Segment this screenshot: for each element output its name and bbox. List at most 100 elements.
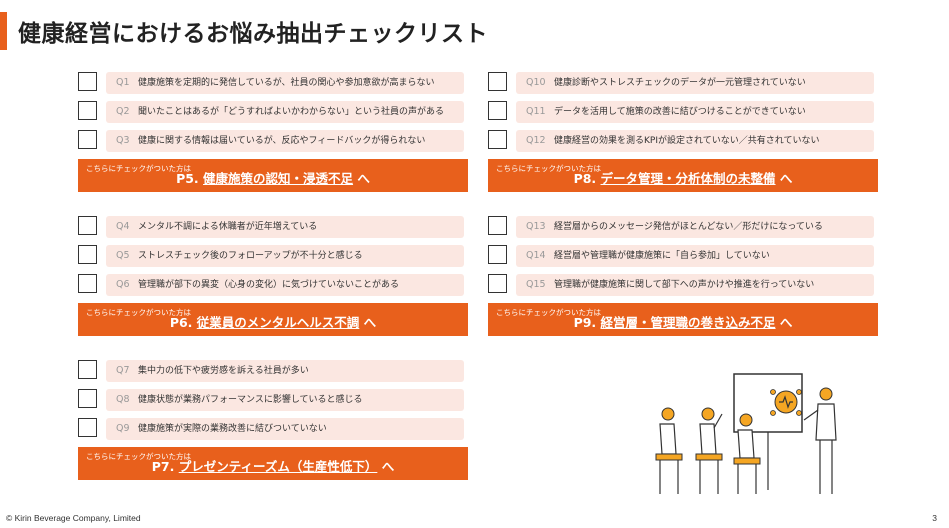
question-number: Q13: [526, 221, 546, 232]
cta-page: P7.: [151, 459, 175, 474]
cta-page: P9.: [573, 315, 597, 330]
question-number: Q5: [116, 250, 130, 261]
checklist-item: Q12 健康経営の効果を測るKPIが設定されていない／共有されていない: [488, 130, 878, 152]
title-accent-bar: [0, 12, 7, 50]
checkbox[interactable]: [78, 389, 97, 408]
question-number: Q12: [526, 135, 546, 146]
question-number: Q9: [116, 423, 130, 434]
cta-page: P6.: [169, 315, 193, 330]
checkbox[interactable]: [78, 216, 97, 235]
checklist-item: Q1 健康施策を定期的に発信しているが、社員の関心や参加意欲が高まらない: [78, 72, 468, 94]
question-text: 健康施策を定期的に発信しているが、社員の関心や参加意欲が高まらない: [138, 78, 435, 88]
question-pill: Q5 ストレスチェック後のフォローアップが不十分と感じる: [106, 245, 464, 267]
checklist-group-5: Q13 経営層からのメッセージ発信がほとんどない／形だけになっている Q14 経…: [488, 216, 878, 338]
question-text: 聞いたことはあるが「どうすればよいかわからない」という社員の声がある: [138, 107, 445, 117]
question-text: 経営層や管理職が健康施策に「自ら参加」していない: [554, 251, 770, 261]
checklist-item: Q11 データを活用して施策の改善に結びつけることができていない: [488, 101, 878, 123]
checkbox[interactable]: [78, 101, 97, 120]
cta-topic: 健康施策の認知・浸透不足: [203, 171, 354, 186]
question-pill: Q15 管理職が健康施策に関して部下への声かけや推進を行っていない: [516, 274, 874, 296]
checkbox[interactable]: [78, 360, 97, 379]
cta-prompt: こちらにチェックがついた方は: [86, 308, 191, 317]
question-pill: Q8 健康状態が業務パフォーマンスに影響していると感じる: [106, 389, 464, 411]
question-pill: Q6 管理職が部下の異変（心身の変化）に気づけていないことがある: [106, 274, 464, 296]
cta-link-p5[interactable]: こちらにチェックがついた方は P5. 健康施策の認知・浸透不足 へ: [78, 159, 468, 192]
cta-prompt: こちらにチェックがついた方は: [496, 164, 601, 173]
checklist-item: Q10 健康診断やストレスチェックのデータが一元管理されていない: [488, 72, 878, 94]
cta-arrow: へ: [363, 315, 377, 330]
question-text: 集中力の低下や疲労感を訴える社員が多い: [138, 366, 309, 376]
cta-topic: データ管理・分析体制の未整備: [600, 171, 776, 186]
checkbox[interactable]: [488, 130, 507, 149]
question-number: Q14: [526, 250, 546, 261]
question-number: Q4: [116, 221, 130, 232]
cta-prompt: こちらにチェックがついた方は: [86, 452, 191, 461]
checklist-item: Q4 メンタル不調による休職者が近年増えている: [78, 216, 468, 238]
question-pill: Q9 健康施策が実際の業務改善に結びついていない: [106, 418, 464, 440]
checklist-item: Q14 経営層や管理職が健康施策に「自ら参加」していない: [488, 245, 878, 267]
question-number: Q8: [116, 394, 130, 405]
checklist-group-1: Q1 健康施策を定期的に発信しているが、社員の関心や参加意欲が高まらない Q2 …: [78, 72, 468, 194]
question-number: Q11: [526, 106, 546, 117]
cta-link-p8[interactable]: こちらにチェックがついた方は P8. データ管理・分析体制の未整備 へ: [488, 159, 878, 192]
page-title: 健康経営におけるお悩み抽出チェックリスト: [18, 21, 488, 47]
cta-topic: 経営層・管理職の巻き込み不足: [600, 315, 776, 330]
question-pill: Q12 健康経営の効果を測るKPIが設定されていない／共有されていない: [516, 130, 874, 152]
question-number: Q2: [116, 106, 130, 117]
checklist-item: Q2 聞いたことはあるが「どうすればよいかわからない」という社員の声がある: [78, 101, 468, 123]
checkbox[interactable]: [78, 72, 97, 91]
checkbox[interactable]: [488, 274, 507, 293]
cta-topic: 従業員のメンタルヘルス不調: [196, 315, 360, 330]
question-text: 健康施策が実際の業務改善に結びついていない: [138, 424, 327, 434]
question-pill: Q7 集中力の低下や疲労感を訴える社員が多い: [106, 360, 464, 382]
question-pill: Q3 健康に関する情報は届いているが、反応やフィードバックが得られない: [106, 130, 464, 152]
question-pill: Q11 データを活用して施策の改善に結びつけることができていない: [516, 101, 874, 123]
checkbox[interactable]: [78, 245, 97, 264]
cta-prompt: こちらにチェックがついた方は: [496, 308, 601, 317]
checklist-group-2: Q4 メンタル不調による休職者が近年増えている Q5 ストレスチェック後のフォロ…: [78, 216, 468, 338]
checklist-item: Q13 経営層からのメッセージ発信がほとんどない／形だけになっている: [488, 216, 878, 238]
cta-link-p7[interactable]: こちらにチェックがついた方は P7. プレゼンティーズム（生産性低下） へ: [78, 447, 468, 480]
checkbox[interactable]: [488, 101, 507, 120]
question-pill: Q13 経営層からのメッセージ発信がほとんどない／形だけになっている: [516, 216, 874, 238]
checklist-group-4: Q10 健康診断やストレスチェックのデータが一元管理されていない Q11 データ…: [488, 72, 878, 194]
question-text: 経営層からのメッセージ発信がほとんどない／形だけになっている: [554, 222, 823, 232]
question-pill: Q4 メンタル不調による休職者が近年増えている: [106, 216, 464, 238]
checklist-item: Q6 管理職が部下の異変（心身の変化）に気づけていないことがある: [78, 274, 468, 296]
checkbox[interactable]: [78, 418, 97, 437]
question-number: Q6: [116, 279, 130, 290]
presentation-people-illustration: [655, 373, 837, 494]
question-number: Q7: [116, 365, 130, 376]
question-text: ストレスチェック後のフォローアップが不十分と感じる: [138, 251, 363, 261]
checklist-item: Q5 ストレスチェック後のフォローアップが不十分と感じる: [78, 245, 468, 267]
checkbox[interactable]: [78, 274, 97, 293]
cta-arrow: へ: [779, 315, 793, 330]
cta-link-p9[interactable]: こちらにチェックがついた方は P9. 経営層・管理職の巻き込み不足 へ: [488, 303, 878, 336]
question-pill: Q14 経営層や管理職が健康施策に「自ら参加」していない: [516, 245, 874, 267]
question-text: メンタル不調による休職者が近年増えている: [138, 222, 318, 232]
cta-page: P5.: [176, 171, 199, 186]
checkbox[interactable]: [488, 216, 507, 235]
checklist-item: Q9 健康施策が実際の業務改善に結びついていない: [78, 418, 468, 440]
question-text: 管理職が健康施策に関して部下への声かけや推進を行っていない: [554, 280, 815, 290]
question-text: 健康状態が業務パフォーマンスに影響していると感じる: [138, 395, 363, 405]
checkbox[interactable]: [78, 130, 97, 149]
question-pill: Q10 健康診断やストレスチェックのデータが一元管理されていない: [516, 72, 874, 94]
checkbox[interactable]: [488, 245, 507, 264]
cta-arrow: へ: [357, 171, 370, 186]
question-pill: Q2 聞いたことはあるが「どうすればよいかわからない」という社員の声がある: [106, 101, 464, 123]
copyright-footer: © Kirin Beverage Company, Limited: [6, 513, 141, 523]
checklist-item: Q7 集中力の低下や疲労感を訴える社員が多い: [78, 360, 468, 382]
cta-arrow: へ: [381, 459, 395, 474]
question-number: Q1: [116, 77, 130, 88]
question-number: Q15: [526, 279, 546, 290]
checklist-item: Q3 健康に関する情報は届いているが、反応やフィードバックが得られない: [78, 130, 468, 152]
question-number: Q3: [116, 135, 130, 146]
cta-arrow: へ: [779, 171, 793, 186]
cta-link-p6[interactable]: こちらにチェックがついた方は P6. 従業員のメンタルヘルス不調 へ: [78, 303, 468, 336]
question-pill: Q1 健康施策を定期的に発信しているが、社員の関心や参加意欲が高まらない: [106, 72, 464, 94]
cta-topic: プレゼンティーズム（生産性低下）: [178, 459, 378, 474]
checklist-item: Q8 健康状態が業務パフォーマンスに影響していると感じる: [78, 389, 468, 411]
question-text: 健康に関する情報は届いているが、反応やフィードバックが得られない: [138, 136, 426, 146]
checkbox[interactable]: [488, 72, 507, 91]
